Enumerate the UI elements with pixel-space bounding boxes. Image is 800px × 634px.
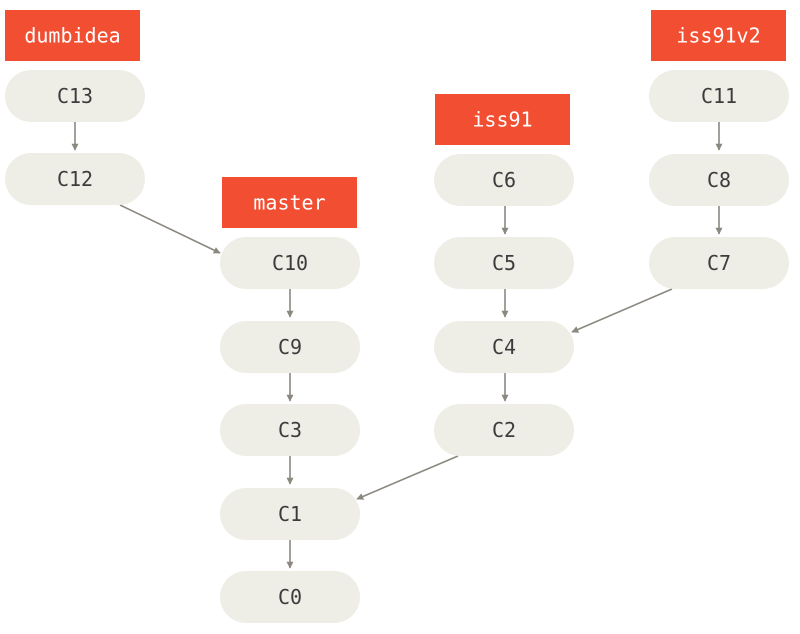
branch-label-master-text: master — [253, 191, 325, 215]
commit-c7-label: C7 — [707, 251, 731, 275]
commit-c5: C5 — [434, 237, 574, 289]
commit-c12-label: C12 — [57, 167, 93, 191]
branch-label-dumbidea-text: dumbidea — [24, 24, 120, 48]
commit-c4-label: C4 — [492, 335, 516, 359]
edge-c7-c4 — [571, 288, 673, 333]
branch-label-iss91v2-text: iss91v2 — [676, 24, 760, 48]
commit-c12: C12 — [5, 153, 145, 205]
branch-label-iss91v2: iss91v2 — [651, 10, 786, 61]
commit-c4: C4 — [434, 321, 574, 373]
commit-c13-label: C13 — [57, 84, 93, 108]
commit-c11: C11 — [649, 70, 789, 122]
edges — [71, 122, 723, 569]
edge-c12-c10 — [119, 204, 221, 254]
commit-c8: C8 — [649, 154, 789, 206]
commit-c1-label: C1 — [278, 502, 302, 526]
commit-c10-label: C10 — [272, 251, 308, 275]
branch-label-dumbidea: dumbidea — [5, 10, 140, 61]
branch-label-iss91: iss91 — [435, 94, 570, 145]
branch-label-master: master — [222, 177, 357, 228]
commit-c8-label: C8 — [707, 168, 731, 192]
commit-c11-label: C11 — [701, 84, 737, 108]
commit-c3: C3 — [220, 404, 360, 456]
commit-c0-label: C0 — [278, 585, 302, 609]
commit-c9: C9 — [220, 321, 360, 373]
commit-c13: C13 — [5, 70, 145, 122]
commit-c3-label: C3 — [278, 418, 302, 442]
commit-c1: C1 — [220, 488, 360, 540]
commit-c6-label: C6 — [492, 168, 516, 192]
commit-c6: C6 — [434, 154, 574, 206]
commit-c10: C10 — [220, 237, 360, 289]
commit-c5-label: C5 — [492, 251, 516, 275]
commit-c2-label: C2 — [492, 418, 516, 442]
commit-c0: C0 — [220, 571, 360, 623]
edge-c2-c1 — [356, 455, 459, 500]
branch-label-iss91-text: iss91 — [472, 108, 532, 132]
commit-c7: C7 — [649, 237, 789, 289]
commit-c2: C2 — [434, 404, 574, 456]
commit-c9-label: C9 — [278, 335, 302, 359]
